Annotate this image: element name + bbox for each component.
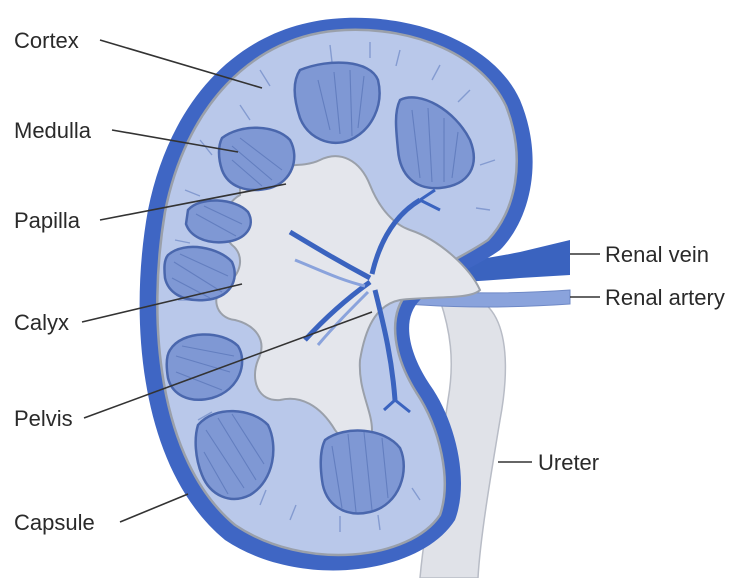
pyramid-4 [186, 200, 251, 242]
label-renal-vein: Renal vein [605, 242, 709, 267]
label-papilla: Papilla [14, 208, 81, 233]
label-calyx: Calyx [14, 310, 69, 335]
label-medulla: Medulla [14, 118, 92, 143]
pyramid-7 [196, 411, 274, 499]
label-capsule: Capsule [14, 510, 95, 535]
leader-capsule [120, 494, 188, 522]
label-renal-artery: Renal artery [605, 285, 725, 310]
pyramid-3 [219, 128, 294, 190]
pyramid-5 [164, 247, 234, 300]
pyramid-8 [321, 431, 404, 514]
label-ureter: Ureter [538, 450, 599, 475]
label-pelvis: Pelvis [14, 406, 73, 431]
label-cortex: Cortex [14, 28, 79, 53]
